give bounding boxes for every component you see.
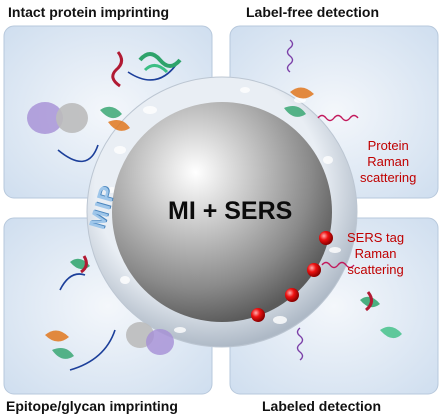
sers-tag-beads: [251, 231, 333, 322]
title-labeled-detection: Labeled detection: [262, 398, 382, 414]
annotation-line: scattering: [360, 170, 417, 185]
annotation-line: SERS tag: [347, 230, 405, 245]
annotation-sers-tag-raman: SERS tag Raman scattering: [347, 230, 404, 278]
raman-wave-sers: [321, 261, 355, 269]
arrow-tl-2: [57, 144, 99, 163]
protein-mixed-tl: [100, 106, 130, 131]
annotation-protein-raman: Protein Raman scattering: [360, 138, 416, 186]
title-label-free-detection: Label-free detection: [246, 4, 380, 20]
sers-bead: [251, 308, 265, 322]
protein-purple-tl: [27, 102, 88, 134]
sers-bead: [285, 288, 299, 302]
incoming-wave-bottom: [296, 327, 304, 361]
incoming-wave-top: [286, 39, 294, 73]
raman-waves: [286, 39, 359, 361]
annotation-line: Raman: [367, 154, 410, 169]
protein-red-tl: [111, 51, 123, 88]
center-label: MI + SERS: [168, 197, 293, 225]
sers-bead: [319, 231, 333, 245]
protein-labeled: [360, 291, 402, 339]
title-epitope-glycan-imprinting: Epitope/glycan imprinting: [6, 398, 178, 414]
core-sphere: [112, 102, 332, 322]
raman-wave-protein: [317, 114, 359, 122]
annotation-line: scattering: [347, 262, 404, 277]
shell-cavities: [107, 87, 341, 333]
arrow-bl-2: [69, 329, 116, 371]
protein-label-free: [284, 87, 314, 117]
sers-bead: [307, 263, 321, 277]
annotation-line: Raman: [354, 246, 397, 261]
protein-bottom-left: [45, 255, 174, 359]
arrow-bl-1: [59, 273, 86, 291]
protein-green-tl: [138, 52, 182, 74]
annotation-line: Protein: [367, 138, 409, 153]
title-intact-protein-imprinting: Intact protein imprinting: [8, 4, 169, 20]
